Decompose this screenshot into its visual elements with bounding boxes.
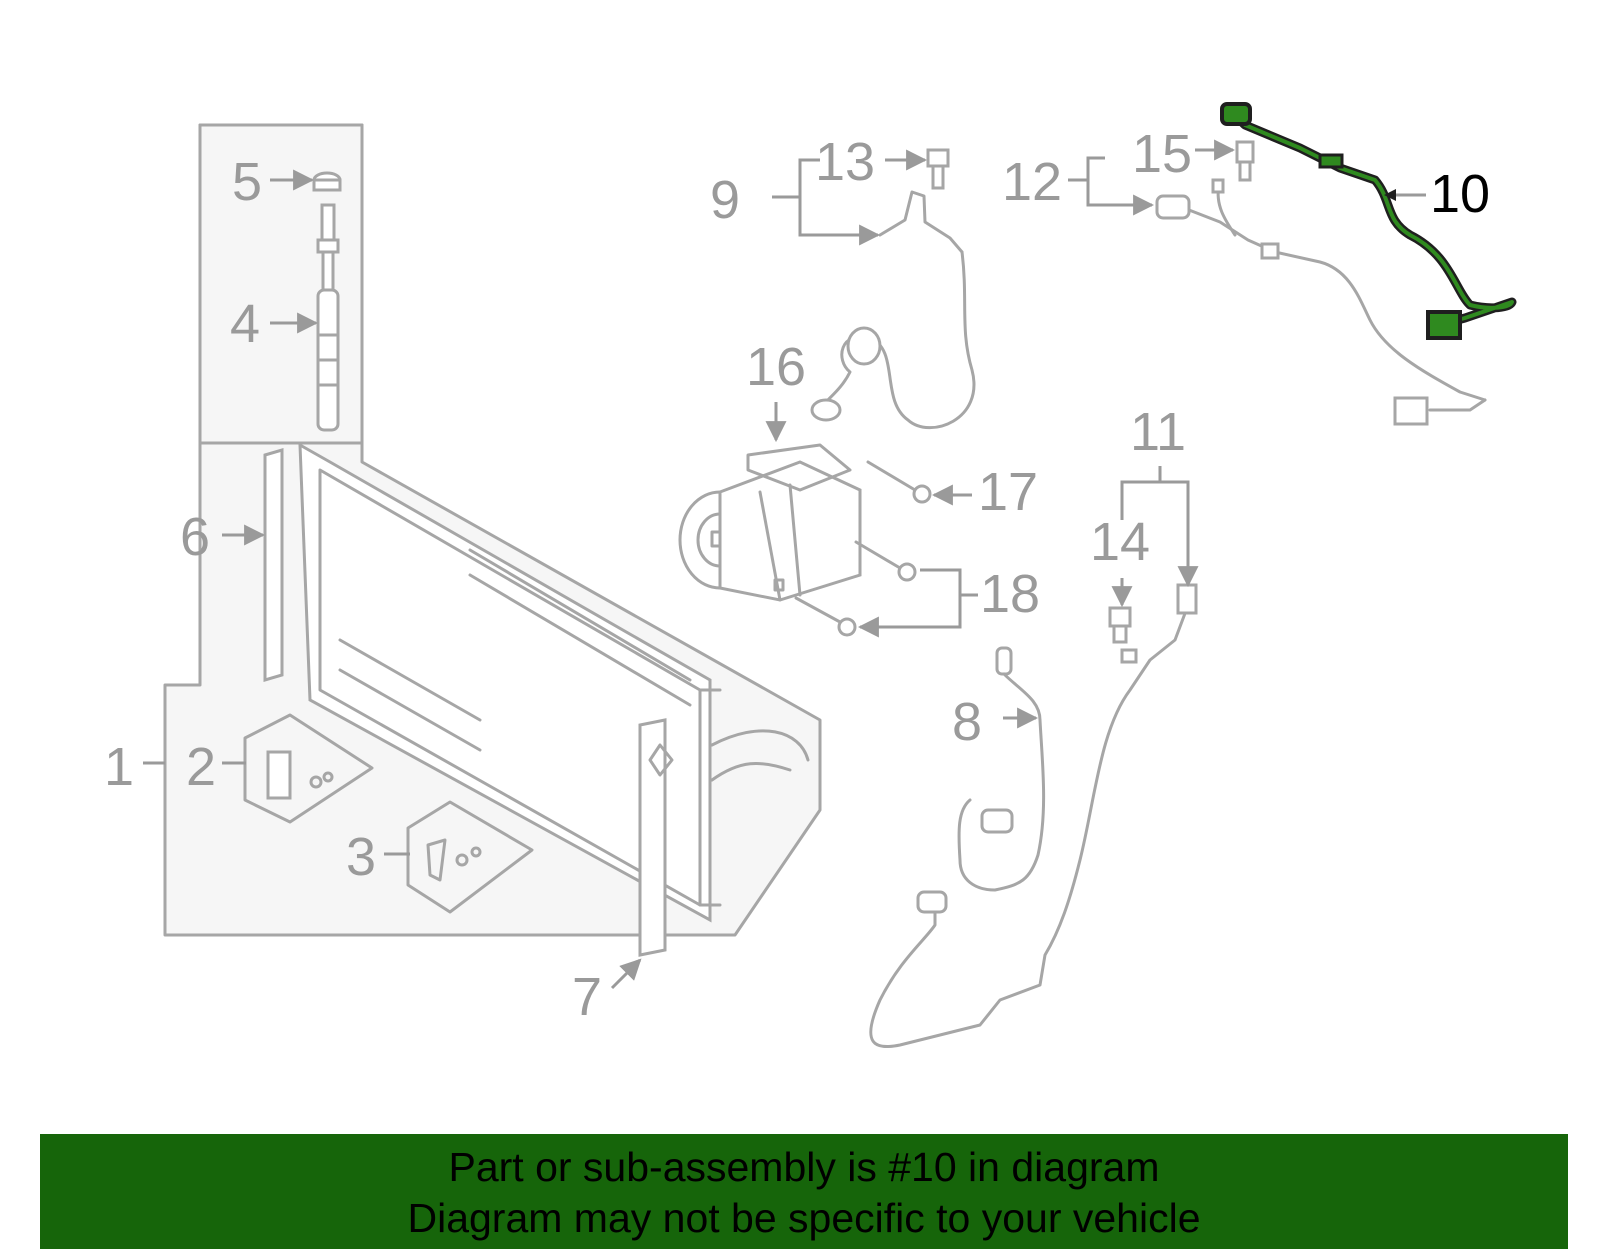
callout-13: 13 bbox=[815, 132, 875, 192]
hose-8 bbox=[957, 646, 1046, 892]
bracket-3 bbox=[406, 800, 534, 914]
seal-strip-7 bbox=[638, 718, 667, 957]
callout-3: 3 bbox=[346, 827, 376, 887]
hose-9 bbox=[810, 190, 976, 430]
seal-strip-6 bbox=[263, 447, 284, 683]
banner-line-disclaimer: Diagram may not be specific to your vehi… bbox=[407, 1195, 1201, 1241]
bolt-18a bbox=[854, 540, 917, 582]
dryer-4 bbox=[316, 203, 340, 432]
callout-16: 16 bbox=[746, 337, 806, 397]
bolt-13 bbox=[926, 148, 950, 190]
pipe-11 bbox=[869, 583, 1198, 1049]
leader-lines bbox=[143, 139, 1426, 990]
switch-15 bbox=[1235, 140, 1255, 182]
callout-7: 7 bbox=[572, 967, 602, 1027]
callout-18: 18 bbox=[980, 564, 1040, 624]
bolt-17 bbox=[866, 460, 932, 504]
hose-10-highlighted bbox=[1220, 102, 1517, 340]
info-banner: Part or sub-assembly is #10 in diagram D… bbox=[40, 1134, 1568, 1249]
callout-8: 8 bbox=[952, 692, 982, 752]
callout-labels: 1 2 3 4 5 6 7 8 9 10 11 12 13 14 15 16 1… bbox=[104, 124, 1490, 1027]
callout-14: 14 bbox=[1090, 512, 1150, 572]
banner-line-part: Part or sub-assembly is #10 in diagram bbox=[448, 1144, 1160, 1190]
callout-4: 4 bbox=[230, 294, 260, 354]
callout-5: 5 bbox=[232, 152, 262, 212]
compressor-16 bbox=[678, 443, 862, 602]
callout-15: 15 bbox=[1132, 124, 1192, 184]
callout-1: 1 bbox=[104, 737, 134, 797]
callout-2: 2 bbox=[186, 737, 216, 797]
callout-17: 17 bbox=[978, 462, 1038, 522]
callout-12: 12 bbox=[1002, 152, 1062, 212]
callout-6: 6 bbox=[180, 507, 210, 567]
callout-9: 9 bbox=[710, 170, 740, 230]
bolt-18b bbox=[794, 596, 857, 637]
callout-11: 11 bbox=[1130, 402, 1186, 462]
bolt-14 bbox=[1108, 606, 1132, 644]
callout-10: 10 bbox=[1430, 164, 1490, 224]
